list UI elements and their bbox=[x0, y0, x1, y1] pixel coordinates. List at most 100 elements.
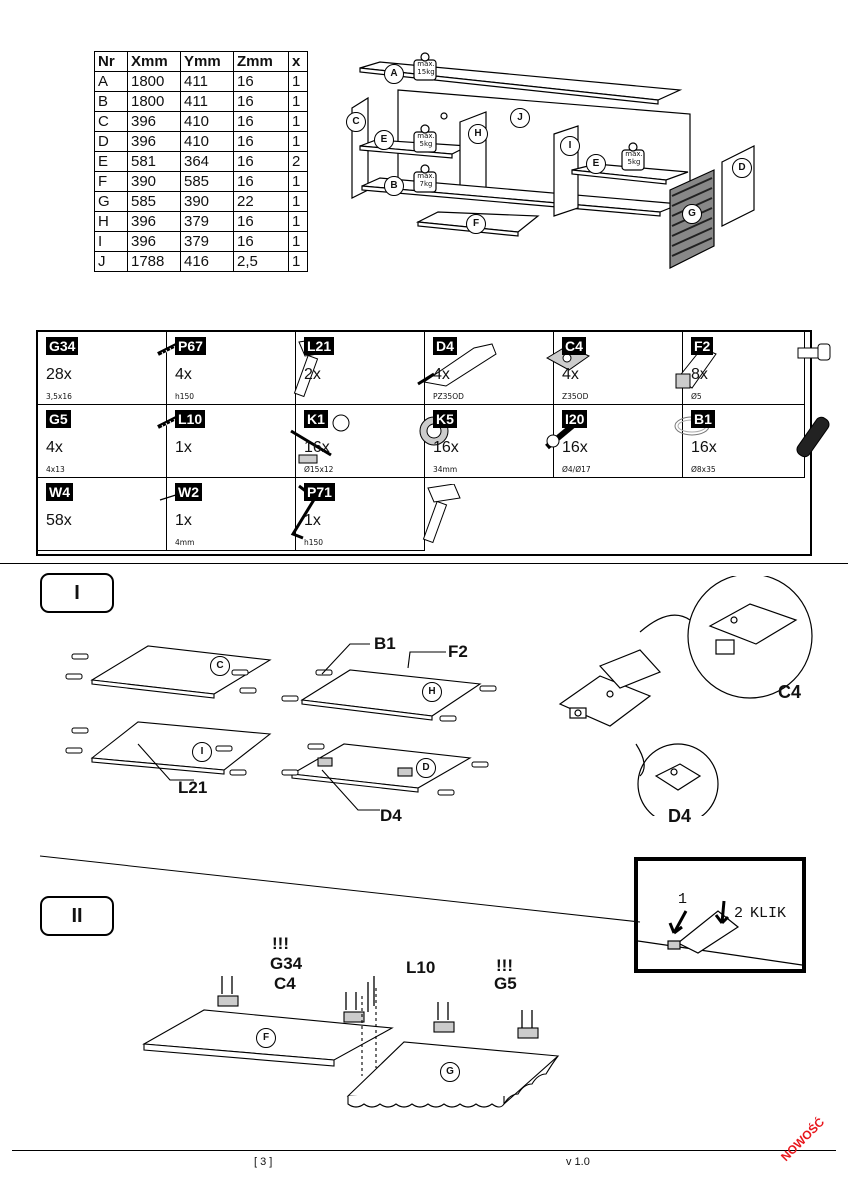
table-cell: 410 bbox=[180, 131, 234, 152]
hardware-code: K5 bbox=[433, 410, 457, 428]
hardware-code: F2 bbox=[691, 337, 714, 355]
hardware-spec: 4x13 bbox=[46, 465, 65, 474]
hinge-detail-drawing bbox=[558, 576, 813, 816]
divider bbox=[0, 563, 848, 564]
table-cell: 1 bbox=[288, 191, 308, 212]
step2-panel-f: F bbox=[256, 1028, 276, 1048]
part-label-a: A bbox=[384, 64, 404, 84]
hardware-spec: Ø8x35 bbox=[691, 465, 716, 474]
table-cell: H bbox=[94, 211, 128, 232]
table-cell: I bbox=[94, 231, 128, 252]
table-cell: G bbox=[94, 191, 128, 212]
hardware-quantity: 1x bbox=[175, 439, 192, 456]
table-cell: 390 bbox=[180, 191, 234, 212]
table-cell: D bbox=[94, 131, 128, 152]
hardware-code: C4 bbox=[562, 337, 586, 355]
weight-icon bbox=[413, 124, 437, 153]
version: v 1.0 bbox=[566, 1156, 590, 1168]
callout-f2: F2 bbox=[448, 642, 468, 661]
hardware-spec: Ø4/Ø17 bbox=[562, 465, 591, 474]
hardware-quantity: 1x bbox=[175, 512, 192, 529]
hardware-spec: h150 bbox=[304, 538, 324, 547]
click-klik: KLIK bbox=[750, 905, 787, 922]
step-2-label: II bbox=[40, 896, 114, 936]
table-cell: J bbox=[94, 251, 128, 272]
table-header-cell: Nr bbox=[94, 51, 128, 72]
section-divider-line bbox=[39, 855, 641, 923]
part-label-h: H bbox=[468, 124, 488, 144]
step-1-label: I bbox=[40, 573, 114, 613]
table-cell: F bbox=[94, 171, 128, 192]
hardware-quantity: 4x bbox=[433, 366, 450, 383]
zoom-label-d4: D4 bbox=[668, 806, 692, 826]
table-cell: 1 bbox=[288, 71, 308, 92]
hardware-quantity: 8x bbox=[691, 366, 708, 383]
hardware-spec: 34mm bbox=[433, 465, 458, 474]
table-cell: 1 bbox=[288, 131, 308, 152]
hardware-spec: PZ35OD bbox=[433, 392, 464, 401]
warning-mark: !!! bbox=[496, 956, 513, 975]
step1-panel-i: I bbox=[192, 742, 212, 762]
table-cell: 1 bbox=[288, 91, 308, 112]
hardware-quantity: 58x bbox=[46, 512, 72, 529]
weight-max: max. bbox=[417, 132, 435, 140]
table-cell: 2 bbox=[288, 151, 308, 172]
hardware-quantity: 16x bbox=[304, 439, 330, 456]
hardware-item-k5: K5 16x 34mm bbox=[425, 405, 585, 478]
table-header-cell: x bbox=[288, 51, 308, 72]
table-cell: 16 bbox=[233, 131, 289, 152]
hardware-quantity: 16x bbox=[691, 439, 717, 456]
hardware-code: G5 bbox=[46, 410, 71, 428]
callout-d4: D4 bbox=[380, 806, 402, 825]
table-cell: 16 bbox=[233, 211, 289, 232]
hinge-zoom-icon bbox=[708, 603, 798, 655]
weight-icon bbox=[413, 52, 437, 81]
part-label-g: G bbox=[682, 204, 702, 224]
hardware-spec: 3,5x16 bbox=[46, 392, 72, 401]
table-cell: 16 bbox=[233, 111, 289, 132]
table-cell: 16 bbox=[233, 171, 289, 192]
table-header-cell: Xmm bbox=[127, 51, 181, 72]
part-label-c: C bbox=[346, 112, 366, 132]
step1-panel-d: D bbox=[416, 758, 436, 778]
table-cell: 411 bbox=[180, 91, 234, 112]
hardware-quantity: 28x bbox=[46, 366, 72, 383]
table-cell: 16 bbox=[233, 71, 289, 92]
hardware-quantity: 4x bbox=[175, 366, 192, 383]
table-cell: 1 bbox=[288, 111, 308, 132]
table-cell: 1800 bbox=[127, 91, 181, 112]
weight-label: max.5kg bbox=[624, 150, 644, 166]
table-cell: 396 bbox=[127, 111, 181, 132]
part-label-e: E bbox=[586, 154, 606, 174]
table-cell: 2,5 bbox=[233, 251, 289, 272]
weight-label: max.7kg bbox=[416, 172, 436, 188]
hardware-quantity: 16x bbox=[562, 439, 588, 456]
hardware-code: W2 bbox=[175, 483, 202, 501]
table-cell: 379 bbox=[180, 211, 234, 232]
table-header-cell: Zmm bbox=[233, 51, 289, 72]
zoom-label-c4: C4 bbox=[778, 682, 802, 702]
hardware-code: G34 bbox=[46, 337, 79, 355]
footer-rule bbox=[12, 1150, 836, 1151]
table-cell: B bbox=[94, 91, 128, 112]
hardware-empty-area bbox=[425, 478, 805, 553]
hardware-spec: Ø15x12 bbox=[304, 465, 334, 474]
hardware-spec: h150 bbox=[175, 392, 195, 401]
warning-mark: !!! bbox=[272, 934, 289, 953]
page-number: [ 3 ] bbox=[254, 1156, 273, 1168]
weight-label: max.15kg bbox=[416, 60, 436, 76]
